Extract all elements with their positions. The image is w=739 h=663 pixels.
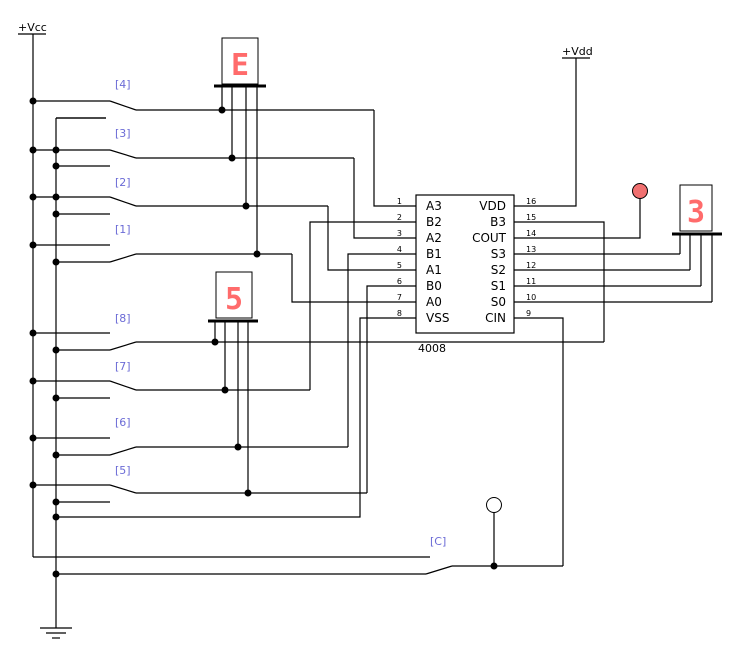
rail-junctions [29,97,60,578]
svg-text:B1: B1 [426,247,442,261]
svg-text:A2: A2 [426,231,442,245]
carry-out-indicator [632,183,648,199]
svg-text:CIN: CIN [485,311,506,325]
svg-text:[6]: [6] [115,416,131,429]
svg-text:[7]: [7] [115,360,131,373]
svg-text:9: 9 [526,309,531,318]
svg-text:4: 4 [397,245,402,254]
svg-text:S0: S0 [491,295,506,309]
svg-text:[8]: [8] [115,312,131,325]
display-a-digit: E [231,48,249,83]
switch-7[interactable]: [7] [33,360,310,399]
svg-text:[5]: [5] [115,464,131,477]
svg-text:8: 8 [397,309,402,318]
switch-6[interactable]: [6] [33,416,348,456]
svg-text:3: 3 [397,229,402,238]
vdd-label: +Vdd [562,45,593,58]
svg-text:2: 2 [397,213,402,222]
switch-1[interactable]: [1] [33,223,292,263]
svg-text:VSS: VSS [426,311,449,325]
right-pin-wires [490,58,712,570]
svg-text:5: 5 [397,261,402,270]
svg-text:6: 6 [397,277,402,286]
svg-text:B3: B3 [490,215,506,229]
svg-text:14: 14 [526,229,536,238]
svg-text:A1: A1 [426,263,442,277]
vcc-label: +Vcc [18,21,47,34]
svg-text:B2: B2 [426,215,442,229]
switch-2[interactable]: [2] [33,176,328,215]
svg-text:S3: S3 [491,247,506,261]
svg-text:[1]: [1] [115,223,131,236]
display-sum: 3 [672,184,722,302]
svg-text:15: 15 [526,213,536,222]
svg-text:[2]: [2] [115,176,131,189]
switch-c[interactable]: [C] [33,535,563,575]
switch-5[interactable]: [5] [33,464,367,503]
ground-icon [40,627,72,639]
switch-4[interactable]: [4] [33,78,374,119]
svg-text:S2: S2 [491,263,506,277]
svg-text:S1: S1 [491,279,506,293]
svg-text:[3]: [3] [115,127,131,140]
display-sum-digit: 3 [687,195,705,230]
svg-text:12: 12 [526,261,536,270]
svg-text:10: 10 [526,293,536,302]
display-b-digit: 5 [225,282,243,317]
svg-text:16: 16 [526,197,536,206]
svg-text:7: 7 [397,293,402,302]
left-pin-wires [56,110,416,518]
svg-text:A0: A0 [426,295,442,309]
svg-text:VDD: VDD [479,199,506,213]
svg-text:[4]: [4] [115,78,131,91]
chip-part-label: 4008 [418,342,446,355]
carry-in-indicator [486,497,502,513]
svg-text:13: 13 [526,245,536,254]
switch-3[interactable]: [3] [33,127,354,167]
svg-text:[C]: [C] [430,535,446,548]
display-a: E [214,37,266,258]
display-b: 5 [208,271,258,497]
svg-text:1: 1 [397,197,402,206]
svg-text:11: 11 [526,277,536,286]
svg-text:COUT: COUT [472,231,507,245]
svg-text:A3: A3 [426,199,442,213]
chip-4008: 4008 1 2 3 4 5 6 7 8 A3 B2 A2 B1 A1 B0 A… [397,194,536,355]
svg-text:B0: B0 [426,279,442,293]
